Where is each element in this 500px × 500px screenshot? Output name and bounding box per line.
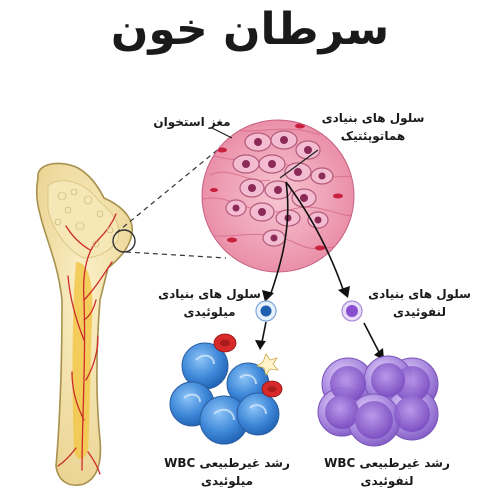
femur-bone bbox=[35, 162, 136, 486]
myeloid-wbc-cluster bbox=[169, 333, 283, 445]
label-bone-marrow-text: مغز استخوان bbox=[153, 115, 231, 129]
label-pointers bbox=[211, 127, 319, 179]
platelet bbox=[256, 353, 279, 376]
label-myeloid-wbc: رشد غیرطبیعی WBC میلوئیدی bbox=[152, 454, 302, 490]
label-hsc-line2: هماتوپئتیک bbox=[340, 129, 406, 143]
arrow-heads bbox=[255, 286, 384, 360]
zoom-lines bbox=[115, 137, 233, 259]
bone-spongy-area bbox=[47, 180, 120, 259]
label-myeloid-stem-line1: سلول های بنیادی bbox=[158, 287, 261, 301]
label-lymphoid-stem-line2: لنفوئیدی bbox=[393, 305, 446, 319]
lymphoid-wbc-cluster bbox=[317, 355, 439, 447]
label-hsc-line1: سلول های بنیادی bbox=[321, 111, 425, 125]
magnify-spot bbox=[112, 229, 136, 253]
lymphoid-stem-cell bbox=[341, 300, 363, 322]
label-lymphoid-stem: سلول های بنیادی لنفوئیدی bbox=[362, 285, 477, 321]
label-lymphoid-wbc: رشد غیرطبیعی WBC لنفوئیدی bbox=[312, 454, 462, 490]
bone-marrow-canal bbox=[72, 262, 93, 459]
label-myeloid-stem-line2: میلوئیدی bbox=[183, 305, 236, 319]
label-myeloid-wbc-line1: رشد غیرطبیعی WBC bbox=[164, 456, 290, 470]
label-myeloid-wbc-line2: میلوئیدی bbox=[200, 474, 254, 488]
label-lymphoid-wbc-line2: لنفوئیدی bbox=[360, 474, 414, 488]
page-title: سرطان خون bbox=[110, 4, 390, 55]
label-lymphoid-stem-line1: سلول های بنیادی bbox=[368, 287, 471, 301]
differentiation-arrows bbox=[261, 181, 381, 355]
myeloid-stem-cell bbox=[255, 300, 277, 322]
label-lymphoid-wbc-line1: رشد غیرطبیعی WBC bbox=[324, 456, 450, 470]
spongy-texture bbox=[54, 188, 114, 248]
label-bone-marrow: مغز استخوان bbox=[142, 113, 242, 131]
label-myeloid-stem: سلول های بنیادی میلوئیدی bbox=[152, 285, 267, 321]
blood-vessels bbox=[57, 213, 117, 475]
label-hsc: سلول های بنیادی هماتوپئتیک bbox=[308, 109, 438, 145]
